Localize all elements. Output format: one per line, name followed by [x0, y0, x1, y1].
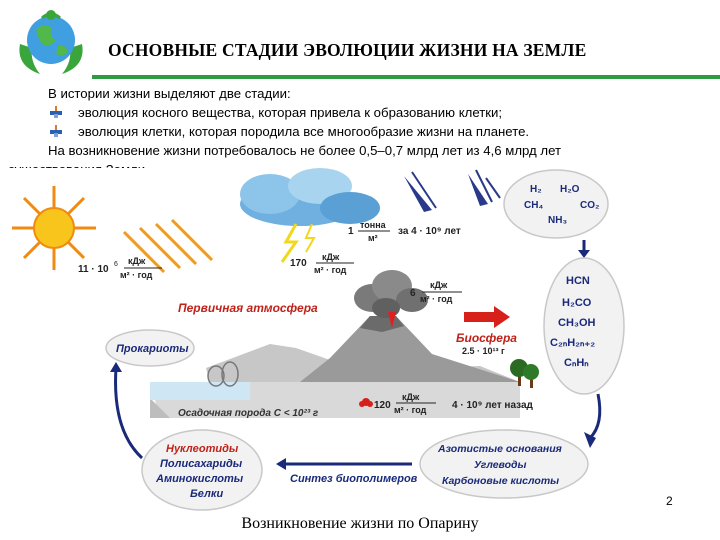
sun-rays-arrows: [122, 218, 214, 274]
tonna-den: м²: [368, 233, 378, 243]
bullet-icon: [50, 125, 62, 137]
gas-nh3: NH₃: [548, 215, 567, 226]
volcano-energy-label: 6: [410, 288, 416, 299]
organic-alkane: C₂ₙH₂ₙ₊₂: [550, 337, 595, 349]
page-number: 2: [666, 494, 673, 508]
cloud-unit-num: кДж: [322, 252, 340, 262]
bubbles-icon: [207, 361, 239, 387]
years-ago-label: 4 · 10⁹ лет назад: [452, 400, 534, 411]
synthesis-label: Синтез биополимеров: [290, 473, 418, 485]
red-arrow-icon: [464, 306, 510, 328]
energy-120-label: 120: [374, 400, 391, 411]
sun-unit-den: м² · год: [120, 270, 153, 280]
flower-icon: [359, 398, 373, 407]
organic-ch3oh: CH₃OH: [558, 317, 596, 329]
sun-energy-label: 11 · 10: [78, 264, 109, 275]
landscape-illustration: [150, 316, 520, 418]
storm-cloud-icon: [240, 168, 380, 263]
cloud-energy-label: 170: [290, 258, 307, 269]
bullet-icon: [50, 106, 62, 118]
arrow-head: [110, 362, 122, 372]
cloud-unit-den: м² · год: [314, 265, 347, 275]
title-underline: [92, 75, 720, 79]
organic-h2co: H₂CO: [562, 297, 592, 309]
lava-icon: [388, 312, 396, 328]
tonna-value: 1: [348, 226, 354, 237]
globe-hands-logo: [19, 10, 83, 74]
biosphere-value: 2.5 · 10¹³ г: [462, 346, 505, 356]
volcano-unit-num: кДж: [430, 280, 448, 290]
organic-cnhn: CₙHₙ: [564, 357, 589, 369]
ground-unit-num: кДж: [402, 392, 420, 402]
volcano-unit-den: м² · год: [420, 294, 453, 304]
bases-line-2: Углеводы: [474, 459, 527, 471]
biosphere-label: Биосфера: [456, 331, 517, 345]
arrow-head: [584, 432, 596, 448]
trees-icon: [510, 359, 539, 388]
intro-text: В истории жизни выделяют две стадии:: [48, 86, 291, 101]
arrow-head: [276, 458, 286, 470]
gas-co2: CO₂: [580, 200, 599, 211]
cycle-arrows: [114, 367, 602, 466]
primary-atmosphere-label: Первичная атмосфера: [178, 301, 318, 315]
gases-bubble: [503, 169, 609, 239]
ground-unit-den: м² · год: [394, 405, 427, 415]
meteorite-icon: [404, 169, 501, 212]
bases-line-1: Азотистые основания: [437, 443, 562, 455]
page-title: ОСНОВНЫЕ СТАДИИ ЭВОЛЮЦИИ ЖИЗНИ НА ЗЕМЛЕ: [108, 40, 587, 60]
organic-hcn: HCN: [566, 275, 590, 287]
polymer-proteins: Белки: [190, 488, 223, 500]
sun-energy-exp: 6: [114, 261, 118, 268]
sun-unit-num: кДж: [128, 256, 146, 266]
prokaryotes-label: Прокариоты: [116, 343, 189, 355]
caption: Возникновение жизни по Опарину: [241, 515, 479, 532]
polymer-amino-acids: Аминокислоты: [155, 473, 244, 485]
bases-bubble: [419, 429, 589, 499]
polymer-nucleotides: Нуклеотиды: [166, 443, 239, 455]
gas-h2: H₂: [530, 184, 542, 195]
gas-h2o: H₂O: [560, 184, 580, 195]
za-years-label: за 4 · 10⁹ лет: [398, 226, 461, 237]
tonna-num: тонна: [360, 220, 387, 230]
polymers-bubble: [141, 429, 263, 511]
bullet-item-2: эволюция клетки, которая породила все мн…: [78, 124, 530, 139]
bases-line-3: Карбоновые кислоты: [442, 475, 559, 487]
gas-ch4: CH₄: [524, 200, 543, 211]
sun-icon: [12, 186, 96, 270]
paragraph-line-1: На возникновение жизни потребовалось не …: [48, 143, 562, 158]
bullet-item-1: эволюция косного вещества, которая приве…: [78, 105, 503, 120]
prokaryotes-bubble: [105, 329, 195, 367]
sediment-label: Осадочная порода С < 10²³ г: [178, 408, 319, 419]
organics-bubble: [543, 257, 625, 395]
oparin-diagram: 11 · 10 6 кДж м² · год 170 кДж м² · год …: [0, 168, 720, 518]
polymer-polysaccharides: Полисахариды: [160, 458, 243, 470]
